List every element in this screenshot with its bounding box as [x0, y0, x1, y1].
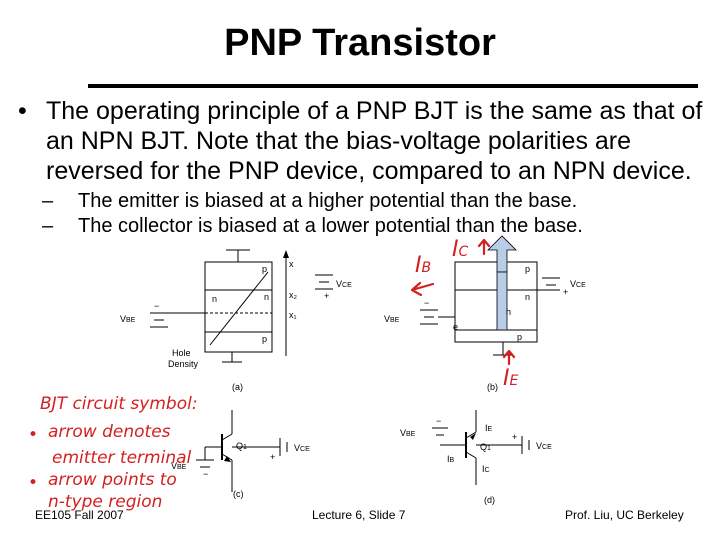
panel-b-e: e — [453, 322, 458, 332]
panel-c-vbe: VBE — [171, 461, 187, 471]
sub-bullet-marker: – — [42, 215, 54, 237]
panel-d-ie: IE — [485, 423, 493, 433]
panel-a-x-arrow-icon — [283, 250, 289, 258]
panel-b-vbe-minus: − — [424, 298, 429, 308]
title-rule — [88, 84, 698, 88]
panel-c-circuit — [196, 410, 288, 492]
panel-b-p-top: p — [525, 264, 530, 274]
panel-a-hole-profile — [209, 271, 269, 346]
panel-d-emitter-leg — [465, 431, 477, 439]
panel-b-vbe: VBE — [384, 314, 400, 324]
panel-d-emitter-arrow-icon — [470, 433, 476, 440]
annotation-ie-arrow-icon — [502, 349, 516, 366]
panel-d-vbe-minus: − — [436, 416, 441, 426]
panel-a-n-left: n — [212, 294, 217, 304]
annotation-note1-line1: arrow denotes — [48, 422, 171, 442]
annotation-ie: IE — [503, 366, 519, 391]
panel-a-x: x — [289, 259, 294, 269]
panel-d-circuit — [432, 410, 530, 485]
panel-c-q1: Q1 — [236, 441, 247, 451]
panel-a-p-bottom: p — [262, 334, 267, 344]
panel-b-hole-flow-bar — [496, 271, 508, 331]
panel-c-vce-plus: + — [270, 452, 275, 462]
annotation-note2-line2: n-type region — [48, 492, 162, 512]
panel-c-vbe-minus: − — [203, 469, 208, 479]
panel-d-ic: IC — [482, 464, 490, 474]
annotation-ib: IB — [415, 253, 431, 278]
panel-c-collector-leg — [221, 433, 233, 441]
panel-b-caption: (b) — [487, 382, 498, 392]
panel-b-p-bottom: p — [517, 332, 522, 342]
annotation-ic: IC — [452, 237, 469, 262]
panel-a-x1: x₁ — [289, 310, 297, 320]
panel-a-vce-plus: + — [324, 291, 329, 301]
panel-a-vbe-minus: − — [154, 301, 159, 311]
panel-d-collector-leg — [465, 451, 477, 459]
panel-b-hole-flow-arrow-icon — [487, 235, 517, 273]
panel-a-x2: x₂ — [289, 290, 298, 300]
panel-b-h: h — [506, 307, 511, 317]
panel-c-caption: (c) — [233, 489, 244, 499]
panel-a-n: n — [264, 292, 269, 302]
footer-slide-number: Lecture 6, Slide 7 — [312, 508, 406, 522]
panel-a-p-top: p — [262, 264, 267, 274]
annotation-note2-bullet: • — [28, 473, 38, 493]
annotation-ib-arrow-icon — [410, 281, 435, 297]
annotation-note1-line2: emitter terminal — [52, 448, 192, 468]
footer-author: Prof. Liu, UC Berkeley — [565, 508, 684, 522]
annotation-note2-line1: arrow points to — [48, 470, 177, 490]
panel-a-vce: VCE — [336, 279, 352, 289]
panel-d-vce: VCE — [536, 441, 552, 451]
panel-b-pnp-block — [454, 261, 538, 343]
panel-d-vce-plus: + — [512, 432, 517, 442]
annotation-ic-arrow-icon — [477, 238, 491, 256]
footer-course: EE105 Fall 2007 — [35, 508, 124, 522]
annotation-note1-bullet: • — [28, 425, 38, 445]
panel-d-ib: IB — [447, 454, 455, 464]
annotation-notes: BJT circuit symbol: • arrow denotes emit… — [28, 394, 198, 512]
panel-b-device — [420, 261, 560, 356]
panel-a-device — [150, 249, 333, 363]
panel-a-vbe: VBE — [120, 314, 136, 324]
sub-bullet-text: The emitter is biased at a higher potent… — [78, 190, 578, 212]
sub-bullet-text: The collector is biased at a lower poten… — [78, 215, 583, 237]
panel-c-emitter-arrow-icon — [224, 456, 231, 462]
panel-a-caption: (a) — [232, 382, 243, 392]
sub-bullet-marker: – — [42, 190, 54, 212]
panel-d-vbe: VBE — [400, 428, 416, 438]
panel-c-vce: VCE — [294, 443, 310, 453]
slide-title: PNP Transistor — [224, 22, 496, 64]
panel-d-caption: (d) — [484, 495, 495, 505]
panel-a-density-label: Density — [168, 359, 199, 369]
panel-d-q1: Q1 — [480, 442, 491, 452]
bullet-text: The operating principle of a PNP BJT is … — [46, 97, 703, 185]
panel-b-n: n — [525, 292, 530, 302]
panel-a-hole-label: Hole — [172, 348, 191, 358]
annotation-notes-title: BJT circuit symbol: — [40, 394, 198, 414]
panel-b-vce-plus: + — [563, 287, 568, 297]
bullet-marker: • — [18, 97, 27, 125]
panel-b-vce: VCE — [570, 279, 586, 289]
